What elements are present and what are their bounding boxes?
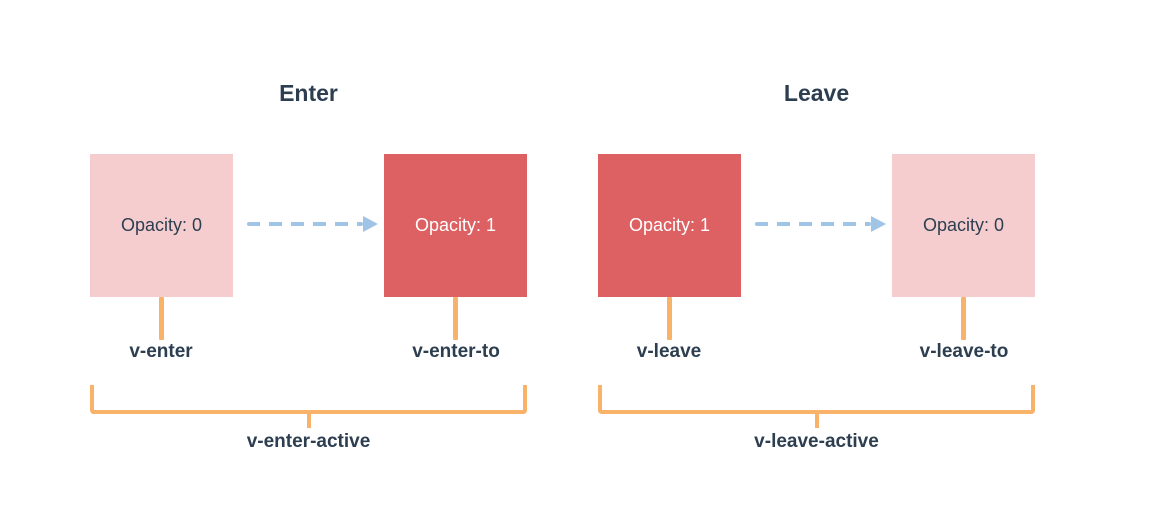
arrow-head-icon [363, 216, 378, 232]
connector-line [667, 297, 672, 340]
active-duration-bracket [598, 385, 1035, 414]
active-class-label: v-enter-active [246, 431, 371, 452]
opacity-value-label: Opacity: 0 [120, 215, 203, 235]
connector-line [159, 297, 164, 340]
transition-arrow [741, 154, 892, 297]
arrow-dash-line [247, 222, 363, 226]
opacity-value-label: Opacity: 0 [922, 215, 1005, 235]
start-class-label: v-leave [636, 341, 702, 362]
opacity-start-box: Opacity: 0 [90, 154, 233, 297]
opacity-value-label: Opacity: 1 [414, 215, 497, 235]
arrow-head-icon [871, 216, 886, 232]
bracket-tick [814, 411, 819, 428]
opacity-end-box: Opacity: 0 [892, 154, 1035, 297]
section-title: Enter [279, 80, 338, 106]
transition-arrow [233, 154, 384, 297]
leave-section: Leave Opacity: 1 Opacity: 0 v-leave v-le… [598, 80, 1035, 460]
opacity-value-label: Opacity: 1 [628, 215, 711, 235]
opacity-start-box: Opacity: 1 [598, 154, 741, 297]
connector-line [961, 297, 966, 340]
opacity-end-box: Opacity: 1 [384, 154, 527, 297]
active-duration-bracket [90, 385, 527, 414]
end-class-label: v-enter-to [412, 341, 500, 362]
bracket-tick [306, 411, 311, 428]
section-title: Leave [783, 80, 850, 106]
start-class-label: v-enter [129, 341, 193, 362]
arrow-dash-line [755, 222, 871, 226]
active-class-label: v-leave-active [754, 431, 879, 452]
connector-line [453, 297, 458, 340]
end-class-label: v-leave-to [919, 341, 1009, 362]
enter-section: Enter Opacity: 0 Opacity: 1 v-enter v-en… [90, 80, 527, 460]
